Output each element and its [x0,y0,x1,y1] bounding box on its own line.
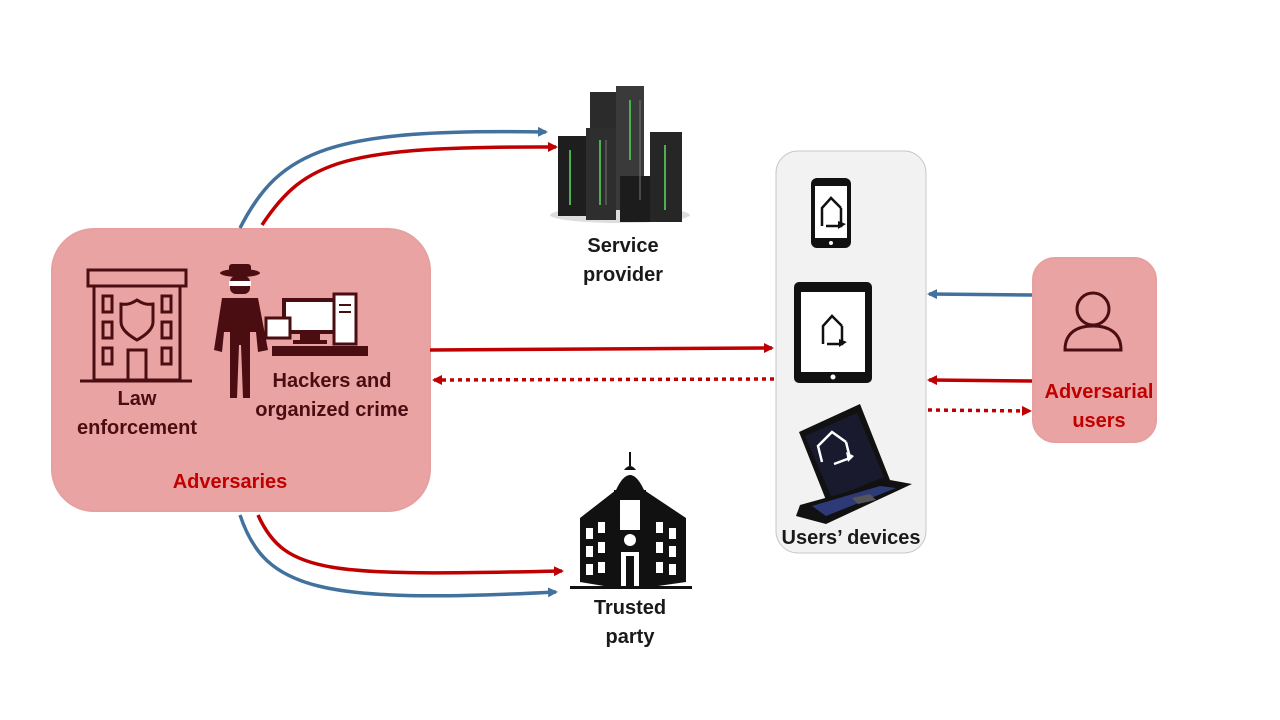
hacker-icon [214,264,268,398]
laptop-icon [796,404,912,524]
user-icon [1063,291,1123,352]
tablet-icon [794,282,872,383]
computer-icon [264,292,368,356]
arrow-red-dotted-to-adversaries [432,374,775,385]
arrow-red-user-to-devices [927,375,1033,386]
arrow-blue-to-trusted-party [238,514,558,598]
arrow-blue-to-service-provider [238,126,548,229]
adversarial-users-label: Adversarial users [1044,381,1154,432]
service-provider-label: Service provider [582,235,664,286]
arrow-blue-user-to-devices [927,289,1033,300]
trusted-party-label: Trusted party [593,597,667,648]
smartphone-icon [811,178,851,248]
adversaries-label: Adversaries [172,471,288,493]
users-devices-label: Users’ devices [781,527,921,549]
arrow-red-to-trusted-party [256,514,564,577]
server-rack-icon [550,86,690,223]
law-enforcement-label: Law enforcement [76,388,198,439]
trusted-building-icon [570,452,692,589]
arrow-red-dotted-to-users [927,405,1032,416]
police-station-icon [80,268,192,383]
arrow-red-to-devices [429,343,774,354]
arrow-red-to-service-provider [260,141,558,226]
hackers-label: Hackers and organized crime [255,370,409,421]
